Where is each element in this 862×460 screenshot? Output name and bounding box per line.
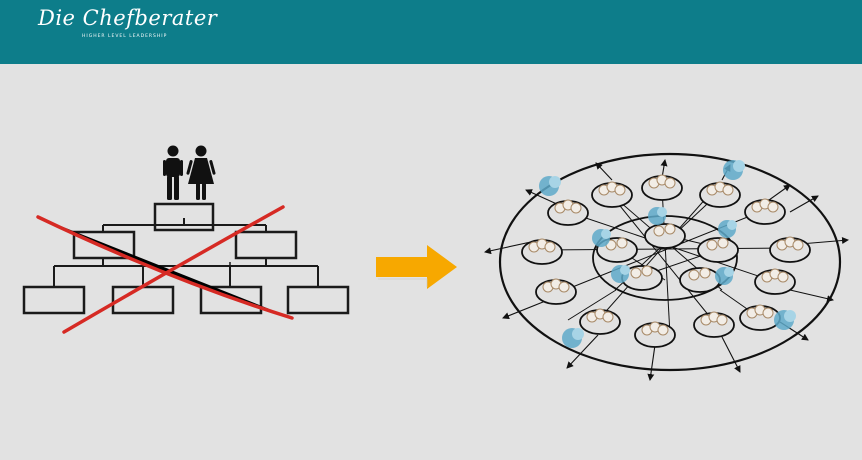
chat-bubble-icons [539,160,796,348]
org-box-l3-1 [22,285,86,315]
logo-script: Die Chefberater [38,6,218,30]
org-box-l3-4 [286,285,350,315]
brand-logo[interactable]: Die Chefberater HIGHER LEVEL LEADERSHIP [38,6,217,46]
red-cross-out [36,205,294,334]
diagram-area [0,64,862,460]
org-box-l2-left [72,230,136,260]
hierarchy-to-network-diagram [22,145,849,381]
outer-ring [498,152,842,372]
man-icon [163,145,183,200]
team-network [484,152,849,381]
header-bar: Die Chefberater HIGHER LEVEL LEADERSHIP [0,0,862,64]
org-box-l2-right [234,230,298,260]
transition-arrow [376,245,457,289]
org-box-top [153,202,215,232]
hierarchy-pyramid [22,202,350,315]
logo-tagline: HIGHER LEVEL LEADERSHIP [82,34,168,39]
team-people [528,174,804,336]
woman-icon [186,145,216,200]
